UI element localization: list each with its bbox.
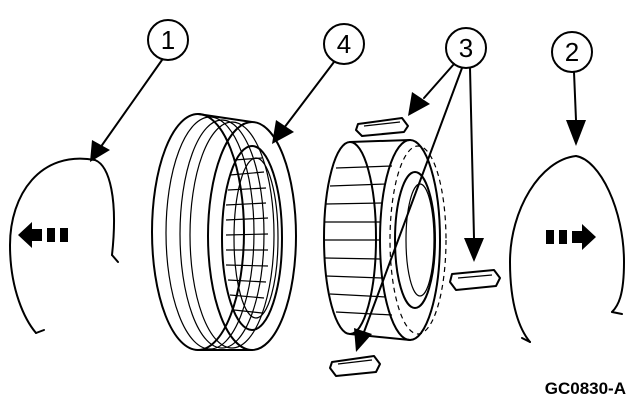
insert-top	[355, 117, 409, 137]
synchronizer-hub	[323, 139, 447, 341]
retaining-spring-left	[9, 157, 119, 334]
callout-1: 1	[90, 19, 189, 162]
figure-code: GC0830-A	[545, 379, 626, 398]
callout-3: 3	[354, 27, 487, 352]
callout-2-label: 2	[565, 37, 579, 67]
callout-1-label: 1	[161, 25, 175, 55]
direction-arrow-left-icon	[18, 222, 68, 248]
insert-bottom	[329, 355, 381, 377]
retaining-spring-right	[509, 155, 625, 343]
synchronizer-sleeve	[151, 113, 297, 351]
callout-2: 2	[551, 31, 593, 146]
callout-4-label: 4	[337, 29, 351, 59]
direction-arrow-right-icon	[546, 224, 596, 250]
callout-4: 4	[272, 23, 365, 144]
callout-3-label: 3	[459, 33, 473, 63]
insert-middle	[449, 269, 501, 291]
